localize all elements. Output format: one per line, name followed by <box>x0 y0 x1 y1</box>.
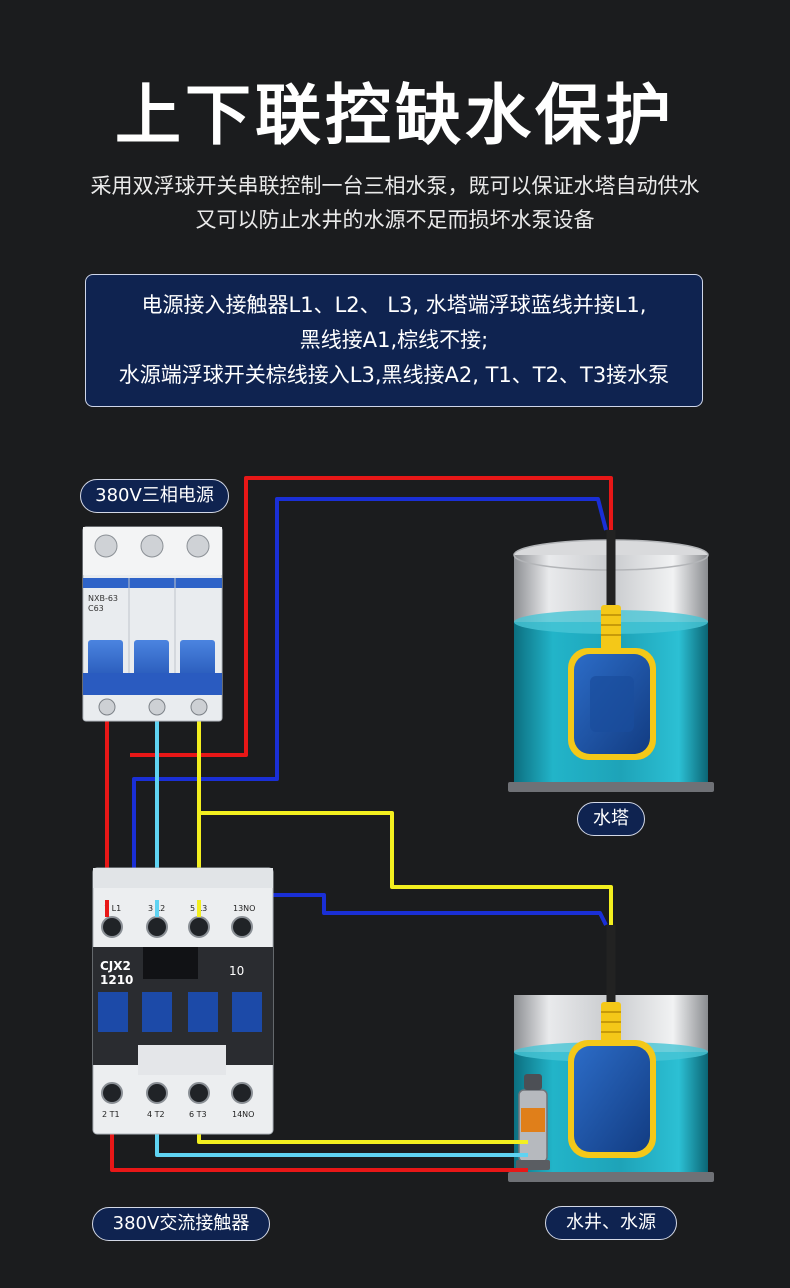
breaker-rating-text: C63 <box>88 604 104 613</box>
well-float-switch <box>568 925 656 1158</box>
terminal-label-13: 13NO <box>233 904 255 913</box>
terminal-label-6: 6 T3 <box>189 1110 207 1119</box>
terminal-wire-ends <box>105 900 201 917</box>
instruction-line-1: 电源接入接触器L1、L2、 L3, 水塔端浮球蓝线并接L1, <box>141 293 647 317</box>
subtitle-line-2: 又可以防止水井的水源不足而损坏水泵设备 <box>195 208 595 232</box>
wire-red-tower <box>130 476 613 757</box>
terminal-label-14: 14NO <box>232 1110 254 1119</box>
subtitle-line-1: 采用双浮球开关串联控制一台三相水泵，既可以保证水塔自动供水 <box>90 174 700 198</box>
wire-blue-tower <box>132 497 608 868</box>
wire-blue-well <box>236 893 608 926</box>
instruction-box: 电源接入接触器L1、L2、 L3, 水塔端浮球蓝线并接L1, 黑线接A1,棕线不… <box>85 274 703 407</box>
instruction-line-3: 水源端浮球开关棕线接入L3,黑线接A2, T1、T2、T3接水泵 <box>118 363 670 387</box>
label-power-source: 380V三相电源 <box>80 479 229 513</box>
page-title: 上下联控缺水保护 <box>115 77 675 154</box>
wires <box>105 476 613 1172</box>
wire-red-t1 <box>110 1122 528 1172</box>
contactor-number: 10 <box>229 964 244 978</box>
tower-float-switch <box>568 530 656 760</box>
label-water-tower: 水塔 <box>577 802 645 836</box>
ac-contactor: CJX2 1210 10 1 L1 3 L2 5 L3 13NO 2 T1 4 … <box>92 867 274 1135</box>
contactor-model-line-1: CJX2 <box>100 959 131 973</box>
wire-yellow-well <box>199 811 613 925</box>
label-ac-contactor: 380V交流接触器 <box>92 1207 270 1241</box>
circuit-breaker: NXB-63 C63 <box>82 526 223 722</box>
contactor-model-line-2: 1210 <box>100 973 133 987</box>
breaker-model-text: NXB-63 <box>88 594 118 603</box>
label-well-source: 水井、水源 <box>545 1206 677 1240</box>
terminal-label-4: 4 T2 <box>147 1110 165 1119</box>
instruction-line-2: 黑线接A1,棕线不接; <box>299 328 489 352</box>
terminal-label-2: 2 T1 <box>102 1110 120 1119</box>
terminal-label-1: 1 L1 <box>104 904 121 913</box>
